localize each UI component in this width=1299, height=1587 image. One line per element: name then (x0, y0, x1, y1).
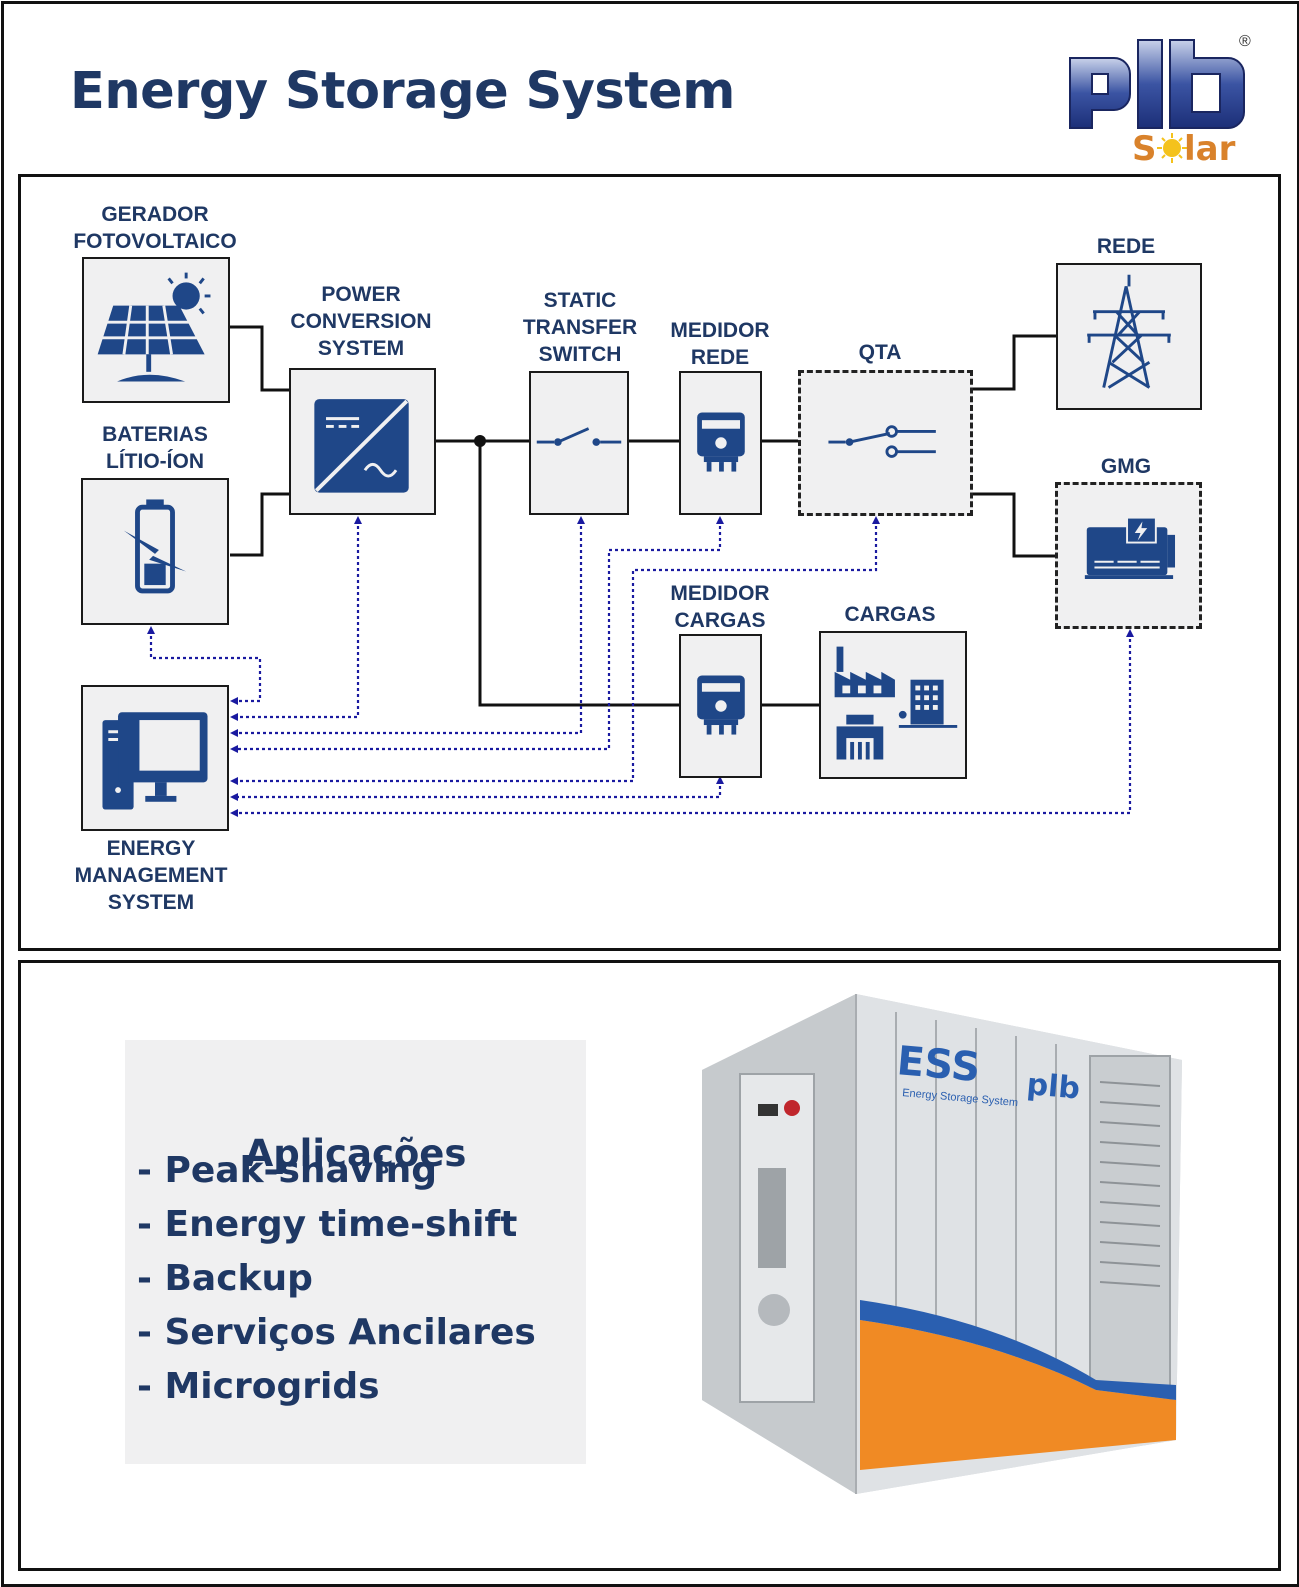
application-item: - Backup (137, 1258, 313, 1299)
batteries-label: BATERIAS LÍTIO-ÍON (102, 423, 208, 473)
pv-generator-box (82, 257, 230, 403)
ess-container-image: ESS Energy Storage System plb (702, 994, 1182, 1494)
pcs-label: POWER CONVERSION SYSTEM (290, 283, 432, 360)
meter-icon (697, 412, 745, 472)
meter-icon (697, 675, 745, 735)
grid-label: REDE (1096, 235, 1156, 258)
genset-label: GMG (1100, 455, 1152, 478)
sts-box (529, 371, 629, 515)
genset-box (1055, 482, 1202, 629)
solar-panel-icon (97, 272, 211, 382)
switch-icon (536, 427, 622, 446)
loads-label: CARGAS (844, 603, 936, 626)
grid-meter-box (679, 371, 762, 515)
loads-box (819, 631, 967, 779)
svg-text:lar: lar (1184, 129, 1236, 169)
ems-label: ENERGY MANAGEMENT SYSTEM (74, 837, 228, 914)
battery-icon (123, 499, 187, 594)
sun-icon (1163, 139, 1181, 157)
computer-icon (102, 712, 208, 810)
pv-generator-label: GERADOR FOTOVOLTAICO (73, 203, 237, 253)
qta-label: QTA (858, 341, 902, 364)
application-item: - Microgrids (137, 1366, 380, 1407)
registered-mark: ® (1239, 33, 1251, 50)
applications-box: Aplicações - Peak-shaving - Energy time-… (125, 1040, 586, 1464)
factory-icon (834, 646, 958, 760)
application-item: - Serviços Ancilares (137, 1312, 536, 1353)
logo-sub-text: S (1132, 129, 1157, 169)
container-ess-text: ESS (895, 1038, 982, 1091)
batteries-box (81, 478, 229, 625)
load-meter-box (679, 634, 762, 778)
applications-title: Aplicações (244, 1132, 467, 1175)
application-item: - Energy time-shift (137, 1204, 518, 1245)
qta-box (798, 370, 973, 516)
plb-solar-logo: ® S lar (1069, 33, 1251, 169)
container-brand-text: plb (1025, 1067, 1081, 1107)
pcs-box (289, 368, 436, 515)
inverter-icon (314, 399, 409, 493)
page-title: Energy Storage System (70, 62, 735, 121)
grid-meter-label: MEDIDOR REDE (670, 319, 770, 369)
grid-box (1056, 263, 1202, 410)
transmission-tower-icon (1087, 274, 1171, 389)
generator-icon (1084, 516, 1176, 579)
application-item: - Peak-shaving (137, 1150, 438, 1191)
load-meter-label: MEDIDOR CARGAS (670, 582, 770, 632)
transfer-switch-icon (828, 425, 936, 458)
sts-label: STATIC TRANSFER SWITCH (522, 289, 638, 366)
ems-box (81, 685, 229, 831)
